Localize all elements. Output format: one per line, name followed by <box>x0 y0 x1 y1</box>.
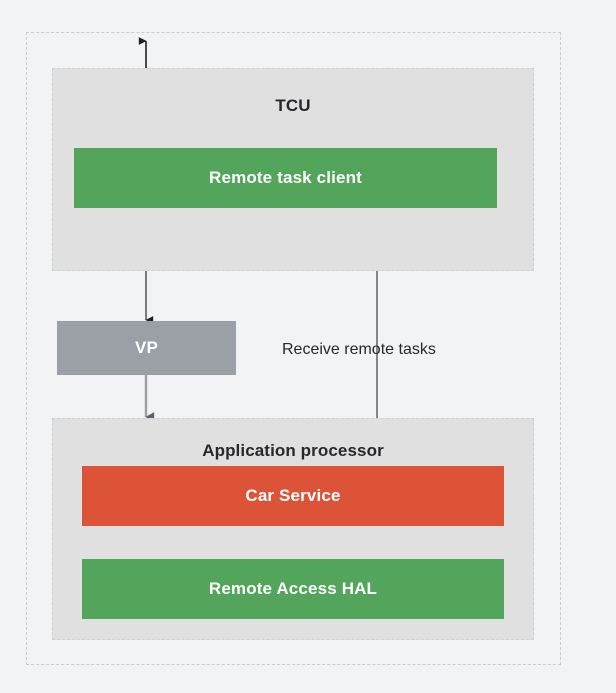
block-car-service[interactable]: Car Service <box>82 466 504 526</box>
diagram-outer-boundary <box>26 32 561 665</box>
group-tcu-title: TCU <box>275 96 311 115</box>
block-vp-label: VP <box>135 338 158 357</box>
block-vp[interactable]: VP <box>57 321 236 375</box>
group-application-processor-title: Application processor <box>202 441 384 460</box>
block-remote-task-client-label: Remote task client <box>209 168 362 187</box>
block-remote-access-hal-label: Remote Access HAL <box>208 579 378 598</box>
block-car-service-label: Car Service <box>245 486 341 505</box>
connector-label-receive-remote-tasks: Receive remote tasks <box>282 341 436 358</box>
block-remote-task-client[interactable]: Remote task client <box>74 148 497 208</box>
block-remote-access-hal[interactable]: Remote Access HAL <box>82 559 504 619</box>
